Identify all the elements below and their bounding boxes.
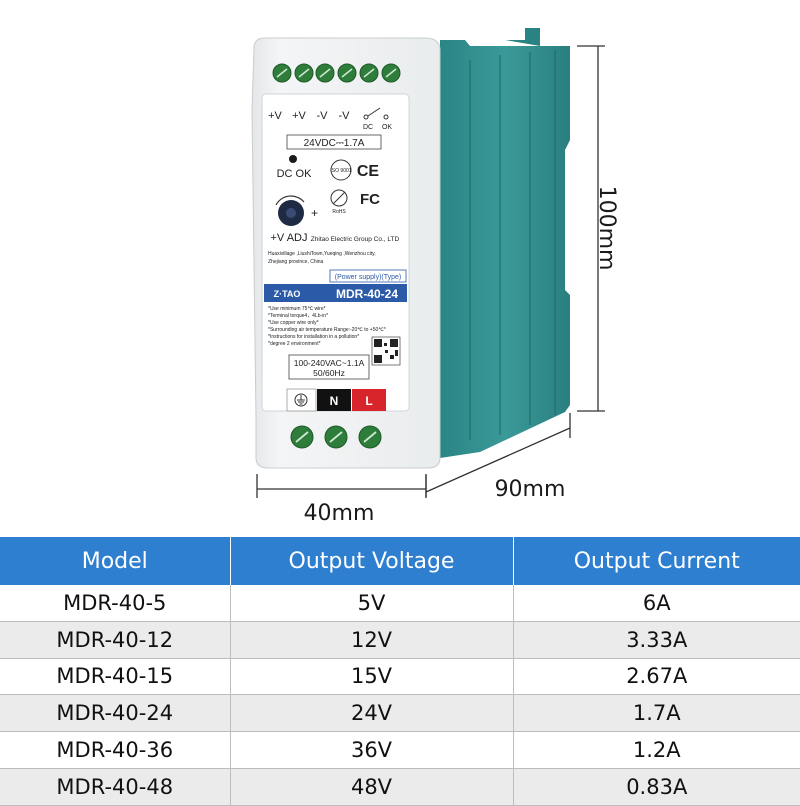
height-dimension	[577, 45, 605, 412]
dc-ok-led-icon	[289, 155, 297, 163]
adjust-plus-sign: +	[311, 206, 318, 220]
terminal-label: -V	[317, 110, 329, 122]
cell-current: 3.33A	[512, 621, 800, 659]
bottom-terminals	[290, 425, 382, 449]
line-label: L	[365, 394, 372, 408]
adjust-label: +V ADJ	[271, 232, 308, 244]
cell-model: MDR-40-12	[0, 621, 230, 659]
note-line: *Terminal torque4，4Lb-in*	[268, 313, 328, 319]
svg-text:RoHS: RoHS	[332, 209, 346, 215]
cell-voltage: 24V	[229, 694, 513, 733]
terminal-labels: +V +V -V -V	[268, 110, 350, 122]
neutral-terminal-label	[317, 389, 351, 411]
brand-logo: Z·TAO	[274, 289, 301, 299]
cell-model: MDR-40-24	[0, 694, 230, 733]
output-rating: 24VDC⎓1.7A	[304, 138, 365, 149]
input-rating-box	[288, 354, 370, 380]
table-row: MDR-40-36 36V 1.2A	[0, 731, 800, 769]
neutral-label: N	[330, 394, 339, 408]
switch-label-ok: OK	[382, 124, 392, 131]
switch-label-dc: DC	[363, 124, 373, 131]
type-label-box	[329, 269, 407, 283]
note-line: *Surrounding air temperature Range:-20℃ …	[268, 327, 386, 333]
product-illustration: +V +V -V -V DC OK 24VDC⎓1.7A DC OK ISO 9…	[251, 28, 619, 526]
input-rating-1: 100-240VAC~1.1A	[294, 358, 365, 368]
iso-cert-icon: ISO 9001	[330, 159, 352, 181]
note-line: *Use minimum 75℃ wire*	[268, 306, 326, 312]
relay-switch-icon	[363, 107, 389, 120]
svg-text:ISO 9001: ISO 9001	[330, 168, 351, 174]
safety-notes: *Use minimum 75℃ wire* *Terminal torque4…	[268, 306, 386, 347]
voltage-adjust-knob-icon	[275, 195, 305, 226]
led-label: DC OK	[277, 168, 313, 180]
header-model: Model	[0, 537, 230, 585]
model-strip	[264, 284, 407, 302]
input-rating-2: 50/60Hz	[313, 368, 345, 378]
height-label: 100mm	[594, 186, 619, 271]
cell-voltage: 36V	[229, 731, 513, 769]
terminal-label: +V	[292, 110, 306, 122]
cell-model: MDR-40-15	[0, 658, 230, 696]
housing-side	[440, 28, 570, 458]
type-label: (Power supply)(Type)	[335, 274, 402, 281]
note-line: *Instructions for installation in a poll…	[268, 334, 359, 340]
cell-current: 6A	[512, 585, 800, 622]
table-header-row: Model Output Voltage Output Current	[0, 537, 800, 585]
ce-mark-icon: CE	[357, 163, 380, 180]
address-line-1: Huaxivillage ,LiushiTown,Yueqing ,Wenzho…	[268, 251, 376, 257]
cell-current: 1.7A	[512, 694, 800, 733]
model-name: MDR-40-24	[336, 287, 398, 301]
address-line-2: Zhejiang province, China	[268, 259, 324, 265]
note-line: *degree 2 environment*	[268, 341, 321, 347]
cell-voltage: 12V	[229, 621, 513, 659]
cell-model: MDR-40-36	[0, 731, 230, 769]
fc-mark-icon: FC	[360, 191, 380, 208]
cell-voltage: 5V	[229, 585, 513, 622]
table-row: MDR-40-5 5V 6A	[0, 585, 800, 622]
note-line: *Use copper wire only*	[268, 320, 319, 326]
rohs-cert-icon: RoHS	[330, 189, 348, 215]
ground-icon	[294, 393, 308, 407]
qr-code-icon	[371, 336, 401, 366]
manufacturer-name: Zhitao Electric Group Co., LTD	[311, 236, 400, 243]
width-label: 40mm	[304, 501, 375, 526]
cell-current: 1.2A	[512, 731, 800, 769]
cell-voltage: 15V	[229, 658, 513, 696]
width-dimension	[256, 474, 427, 498]
output-rating-box	[286, 134, 382, 150]
spec-table: Model Output Voltage Output Current MDR-…	[0, 537, 800, 806]
cell-model: MDR-40-5	[0, 585, 230, 622]
terminal-label: -V	[339, 110, 351, 122]
table-row: MDR-40-12 12V 3.33A	[0, 621, 800, 659]
header-output-voltage: Output Voltage	[229, 537, 513, 585]
table-row: MDR-40-15 15V 2.67A	[0, 658, 800, 696]
depth-label: 90mm	[495, 477, 566, 502]
line-terminal-label	[352, 389, 386, 411]
terminal-label: +V	[268, 110, 282, 122]
cell-current: 2.67A	[512, 658, 800, 696]
header-output-current: Output Current	[512, 537, 800, 585]
table-row: MDR-40-24 24V 1.7A	[0, 694, 800, 733]
top-terminals	[272, 63, 401, 83]
